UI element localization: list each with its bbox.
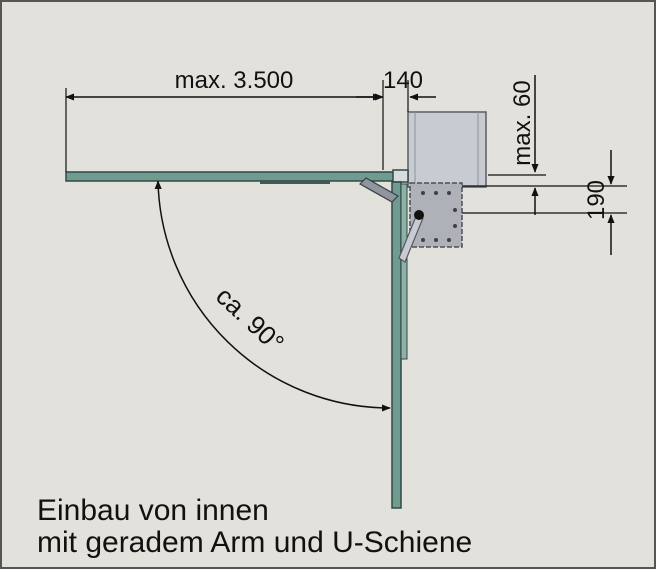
- height-dimension-label: 190: [583, 180, 610, 220]
- clearance-dimension-label: max. 60: [509, 80, 536, 165]
- width-dimension-label: max. 3.500: [175, 67, 294, 94]
- caption-line-1: Einbau von innen: [37, 494, 269, 527]
- caption-line-2: mit geradem Arm und U-Schiene: [37, 526, 473, 559]
- motor-housing: [407, 111, 487, 188]
- hinge-post: [392, 169, 409, 183]
- offset-dimension-label: 140: [383, 67, 423, 94]
- u-rail: [400, 183, 408, 360]
- door-leaf-open: [391, 181, 402, 509]
- arm-pivot: [414, 210, 424, 220]
- opening-angle-arc: [154, 180, 391, 412]
